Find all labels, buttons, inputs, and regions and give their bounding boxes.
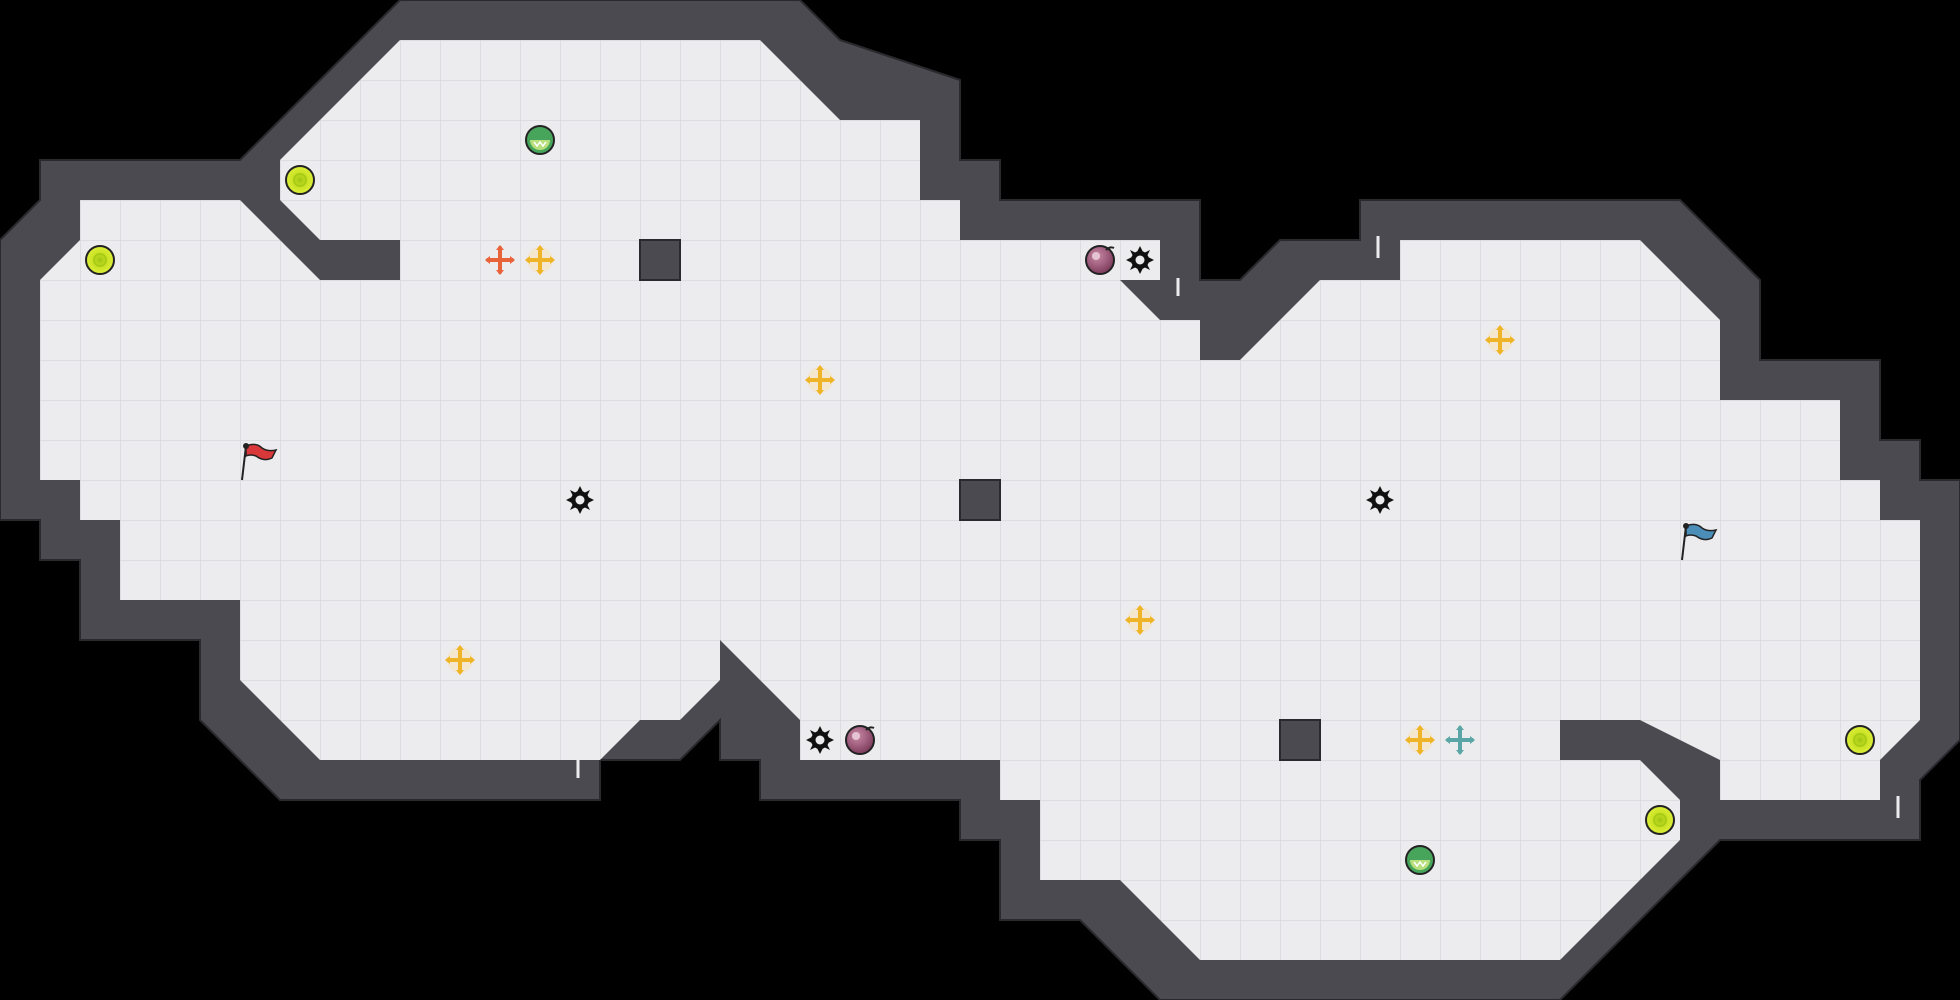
spike [1126, 246, 1154, 274]
boost-pad [85, 245, 115, 275]
blue-speed-tile [1445, 725, 1475, 755]
spike [806, 726, 834, 754]
neutral-speed-tile [1485, 325, 1515, 355]
red-flag [241, 443, 278, 481]
red-speed-tile [485, 245, 515, 275]
boost-pad [1645, 805, 1675, 835]
boost-pad [285, 165, 315, 195]
spike [566, 486, 594, 514]
boost-pads [85, 165, 1875, 835]
bomb [1085, 245, 1115, 275]
boost-pad [1845, 725, 1875, 755]
powerup [525, 125, 555, 155]
wall-block [1279, 719, 1321, 761]
neutral-speed-tile [525, 245, 555, 275]
wall-slits [576, 236, 1900, 818]
bomb [845, 725, 875, 755]
wall-block [959, 479, 1001, 521]
spike [1366, 486, 1394, 514]
neutral-speed-tile [805, 365, 835, 395]
neutral-speed-tile [1125, 605, 1155, 635]
powerups [525, 125, 1435, 875]
wall-block [639, 239, 681, 281]
neutral-speed-tile [445, 645, 475, 675]
neutral-speed-tile [1405, 725, 1435, 755]
team-tiles [445, 245, 1515, 755]
powerup [1405, 845, 1435, 875]
bombs [845, 245, 1115, 755]
blue-flag [1681, 523, 1718, 561]
